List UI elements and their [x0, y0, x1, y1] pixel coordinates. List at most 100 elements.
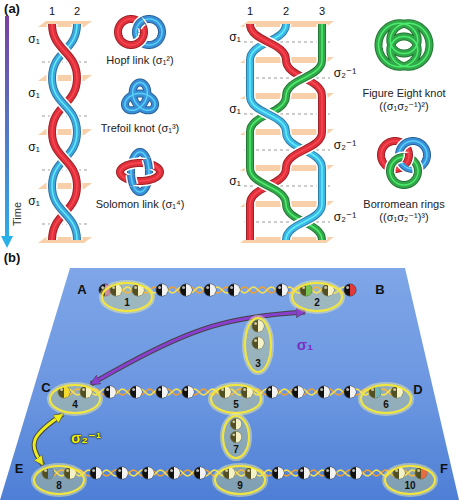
tube-edge [379, 23, 430, 66]
tube-body [319, 96, 325, 132]
tube-gap [131, 175, 133, 186]
site-ring [102, 283, 152, 311]
particle [298, 467, 310, 479]
tube-gap [250, 24, 286, 60]
particle-shine [320, 388, 323, 391]
particle-half [234, 284, 240, 296]
strand-number: 2 [74, 5, 80, 18]
tube-shine [321, 96, 323, 132]
particle-shine [268, 388, 271, 391]
tube-body [147, 159, 149, 170]
particle-shine [352, 469, 355, 472]
lattice-site: 5 [210, 384, 262, 414]
slice-band [38, 21, 92, 27]
tube-gap [118, 19, 144, 45]
particle-shine [300, 469, 303, 472]
tube-gap [52, 24, 77, 78]
tube-shine [52, 78, 77, 132]
tube-gap [286, 132, 322, 168]
tube-body [52, 186, 77, 240]
tube-edge [406, 153, 409, 164]
tube-gap [286, 204, 322, 240]
exchange-arrow [91, 312, 305, 384]
site-glow [384, 465, 436, 495]
site-letter: A [77, 283, 86, 298]
generator-label: σ₁ [229, 103, 240, 117]
exchange-group [91, 312, 305, 384]
particle [272, 467, 284, 479]
particle-shine [196, 469, 199, 472]
tube-edge [286, 132, 322, 168]
exchange-outline [91, 312, 305, 384]
tube-shine [286, 60, 322, 96]
tube-gap [137, 20, 144, 27]
particle [344, 386, 356, 398]
site-number: 7 [233, 444, 239, 456]
time-slices [240, 21, 334, 243]
tube-edge [250, 96, 286, 132]
tube-edge [246, 204, 254, 240]
particle-half [324, 386, 330, 398]
slice-dash [42, 170, 88, 171]
tube-body [52, 78, 77, 132]
tube-edge [137, 20, 144, 27]
tube-gap [379, 23, 430, 66]
tube-edge [52, 24, 77, 78]
particle-half [174, 467, 180, 479]
tube-shine [250, 96, 286, 132]
site-number: 9 [237, 480, 243, 492]
tube-edge [250, 96, 286, 132]
tube-shine [52, 78, 77, 132]
particle [318, 386, 330, 398]
particle [194, 467, 206, 479]
particle-shine [118, 469, 121, 472]
particle-shine [346, 388, 349, 391]
particle-half [162, 284, 168, 296]
tube-body [319, 24, 325, 60]
tube-edge [318, 96, 326, 132]
knot-caption: Borromean rings ((σ₁σ₂⁻¹)³) [349, 198, 459, 223]
lattice-site: 2 [291, 282, 343, 312]
tube-body [247, 132, 253, 168]
particle [344, 284, 356, 296]
generator-label: σ₁ [28, 87, 39, 101]
tube-gap [317, 168, 328, 204]
tube-shine [286, 132, 322, 168]
site-ring [361, 385, 411, 413]
particle [180, 284, 192, 296]
tube-gap [52, 132, 77, 186]
particle-half [162, 386, 168, 398]
tube-gap [286, 60, 322, 96]
tube-body [52, 24, 77, 78]
tube-shine [249, 204, 251, 240]
particle [204, 284, 216, 296]
site-number: 2 [314, 297, 320, 309]
particle-shine [274, 469, 277, 472]
particle [130, 386, 142, 398]
particle-shine [346, 286, 349, 289]
slice-dash [42, 62, 88, 63]
braid [52, 24, 77, 240]
tube-body [250, 96, 286, 132]
tube-body [406, 153, 409, 164]
generator-label: σ₁ [229, 175, 240, 189]
particle [292, 386, 304, 398]
tube-edge [52, 78, 77, 132]
lattice-board [0, 268, 459, 500]
tube-gap [245, 132, 256, 168]
tube-body [286, 132, 322, 168]
lattice-site: 7 [222, 415, 250, 459]
site-glow [210, 384, 262, 414]
tube-edge [318, 24, 326, 60]
tube-shine [286, 60, 322, 96]
generator-label: σ₁ [28, 33, 39, 47]
tube-body [250, 24, 286, 60]
tube-shine [379, 23, 430, 66]
particle-shine [170, 469, 173, 472]
tube-gap [52, 186, 77, 240]
tube-shine [118, 19, 144, 45]
site-letter: B [375, 283, 384, 298]
site-number: 6 [383, 399, 389, 411]
tube-body [250, 96, 286, 132]
